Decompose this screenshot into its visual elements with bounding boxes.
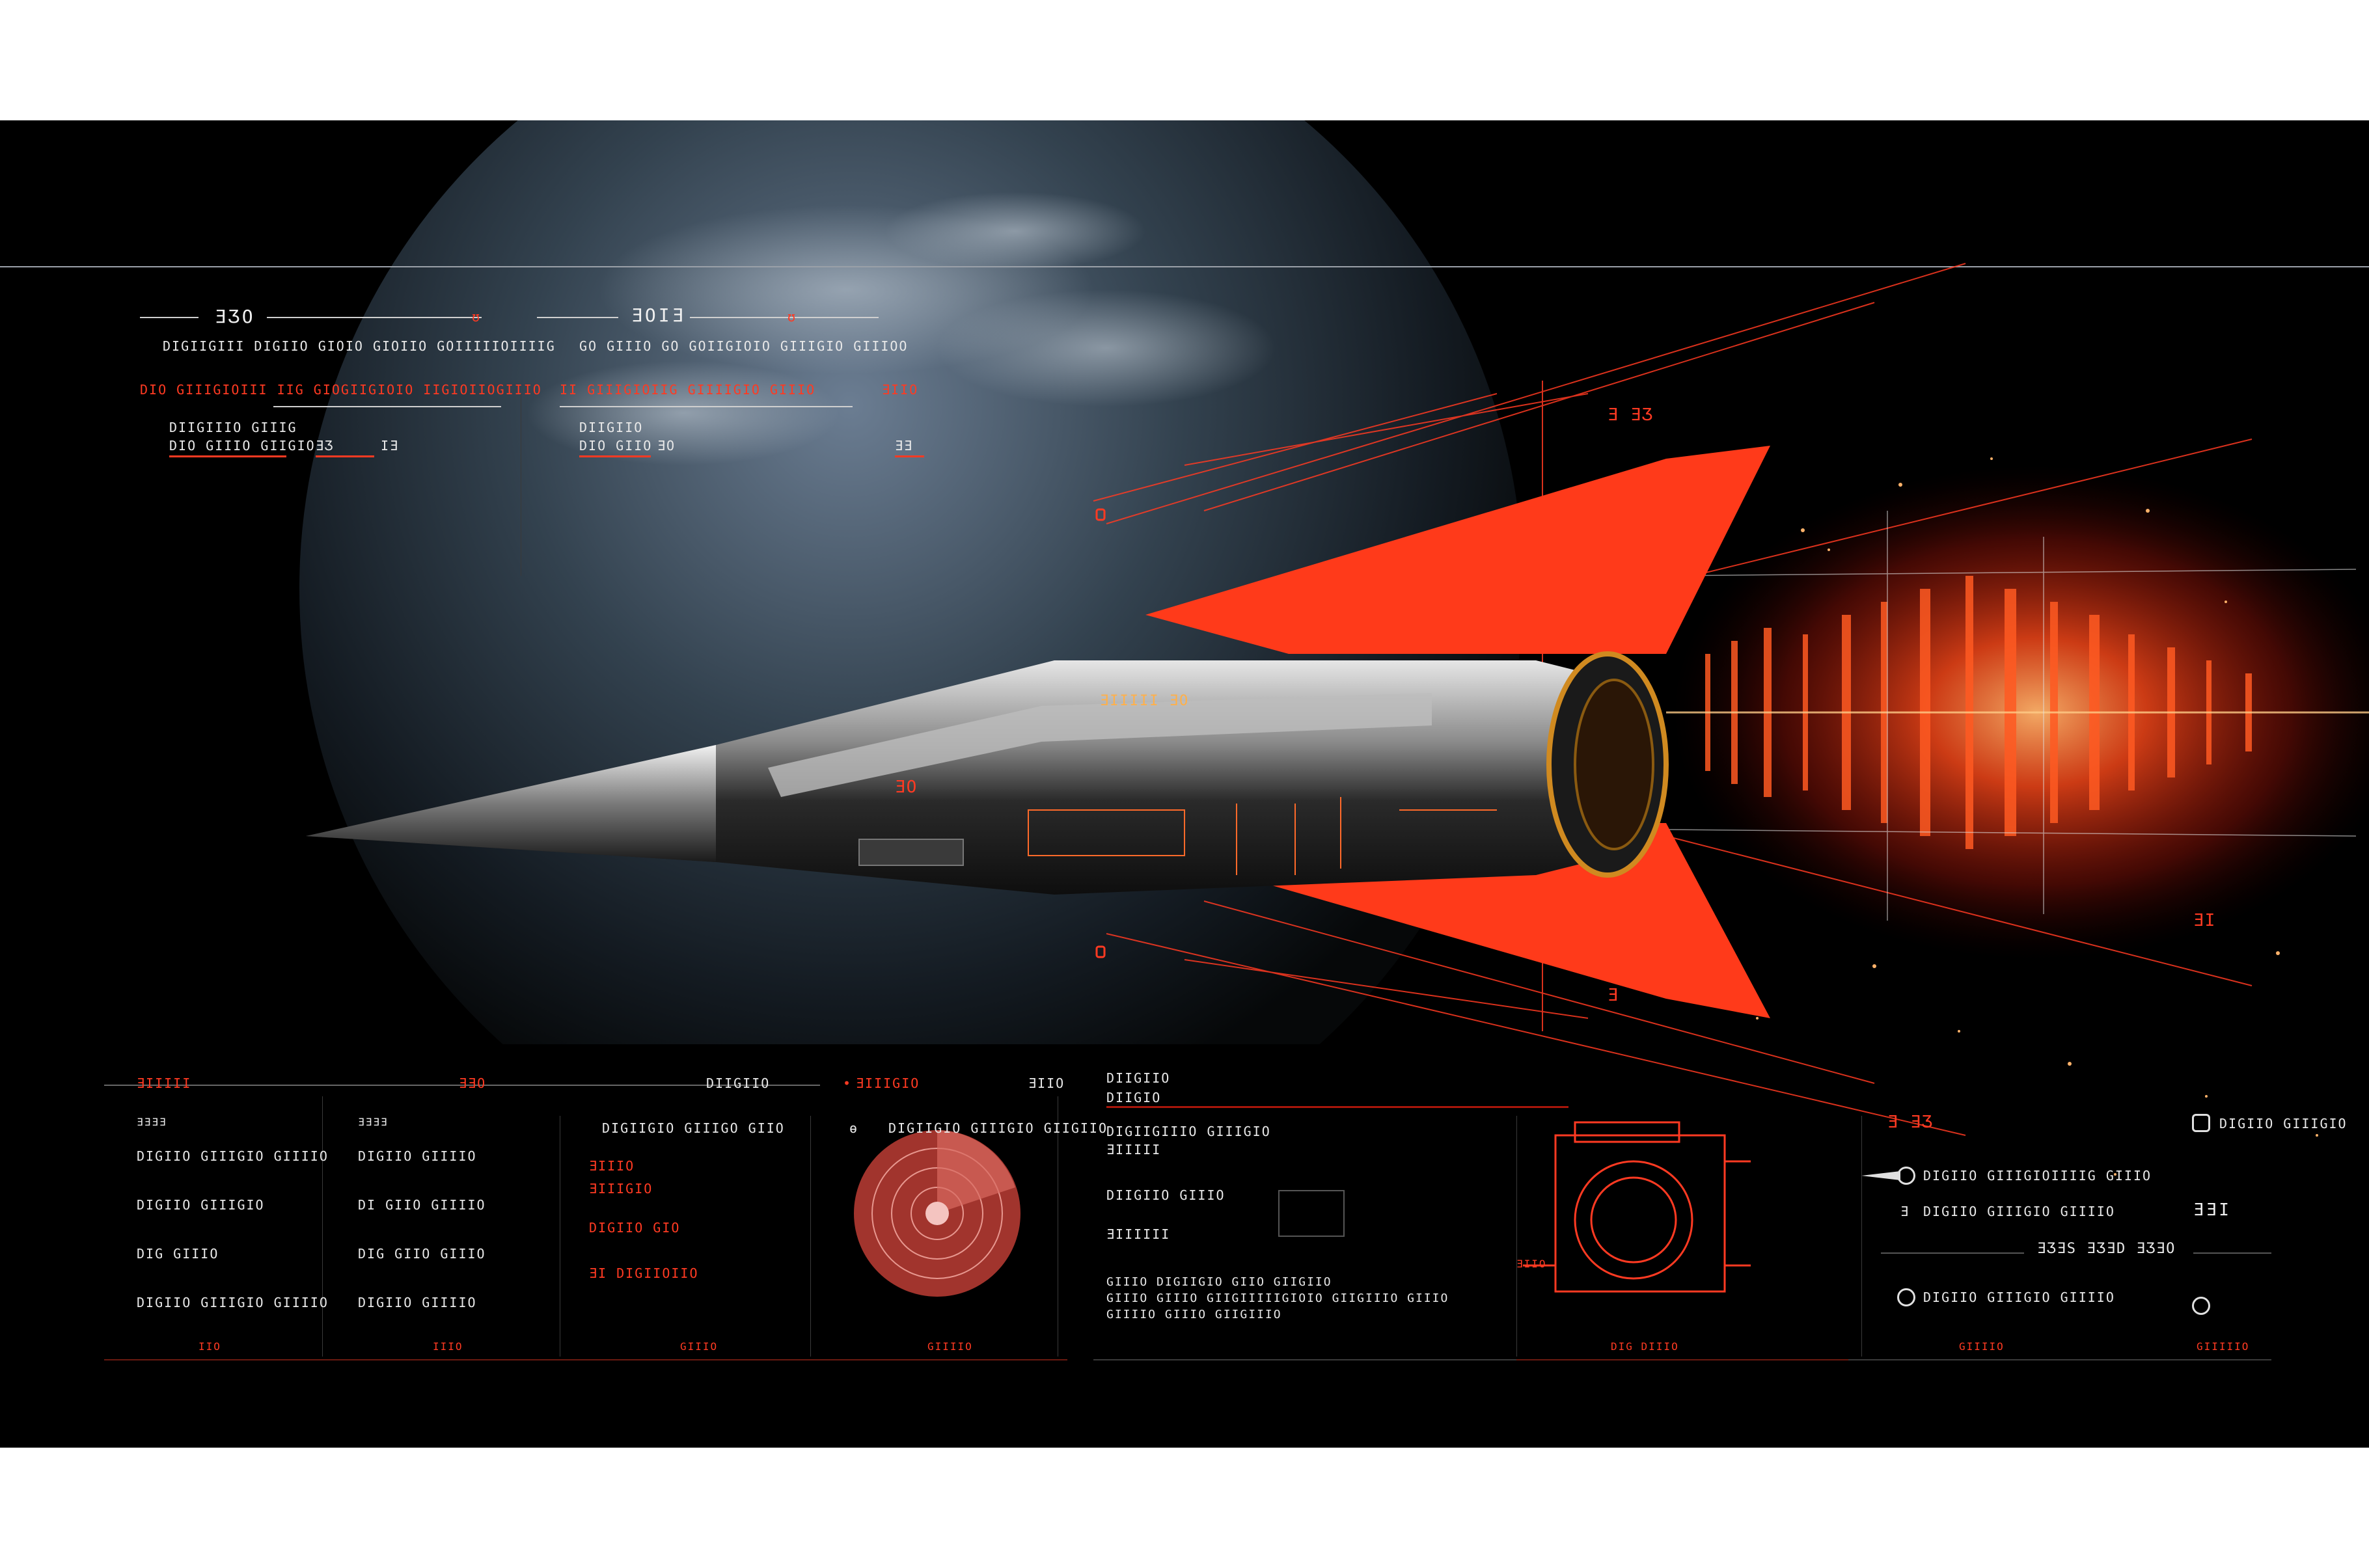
- p7-row3: ƎƷƎS ƎƷƎD ƎƷƎO: [2037, 1241, 2176, 1257]
- p7-foot-a: GIIIIO: [1959, 1340, 2005, 1353]
- p7-row2: DIGIIO GIIIGIO GIIIIO: [1923, 1204, 2115, 1219]
- panel-b-row-b: DIO GIIO: [579, 438, 653, 453]
- panel-a-code-b: IƎ: [381, 438, 400, 453]
- rocket: [306, 446, 1770, 1018]
- target-icon[interactable]: [1897, 1288, 1915, 1306]
- sparkles: [1756, 457, 2318, 1176]
- p1-tab-marker: ƎƎO: [459, 1075, 487, 1091]
- p2-item-3: DIG GIIO GIIIO: [358, 1246, 486, 1262]
- bottom-divider: [104, 1085, 820, 1086]
- camera-schematic: [1523, 1121, 1751, 1293]
- panel-a-code-a: ƎƷ: [316, 438, 335, 453]
- p7-foot-b: GIIIIIO: [2197, 1340, 2250, 1353]
- panel-a-line2: DIO GIIIGIOIII IIG GIOGIIGIOIO IIGIOIIOG…: [140, 382, 542, 398]
- panel-b-title: ƎOIƎ: [631, 304, 686, 326]
- nose-cone: [306, 745, 716, 862]
- p1-item-1: DIGIIO GIIIGIO GIIIIO: [137, 1148, 329, 1164]
- callout-top: Ǝ ƎƷ: [1608, 405, 1654, 425]
- panel-a-line1: DIGIIGIII DIGIIO GIOIO GIOIIO GOIIIIIOII…: [163, 338, 556, 354]
- p7-top-tag: Ǝ ƎƷ: [1887, 1113, 1934, 1132]
- p4-tag-label: ƎIIIGIO: [856, 1075, 920, 1091]
- p1-subtab: ƎƎƎƎ: [137, 1116, 167, 1128]
- divider: [579, 455, 651, 457]
- p2-subtab: ƎƎƎƎ: [358, 1116, 389, 1128]
- cloud: [527, 361, 840, 465]
- p3-header: DIGIIGIO GIIIGO GIIO: [602, 1120, 785, 1136]
- panel-a-row-b: DIO GIIIO GIIGIO: [169, 438, 316, 453]
- p5-para3: GIIIIO GIIIO GIIGIIIO: [1106, 1308, 1282, 1321]
- divider: [273, 406, 501, 407]
- p2-foot: IIIO: [433, 1340, 463, 1353]
- p7-grid-icon: Ǝ: [1900, 1204, 1910, 1219]
- panel-b-marker: ʊ: [787, 309, 797, 325]
- divider: [560, 406, 853, 407]
- panel-b-row-a: DIIGIIO: [579, 420, 644, 435]
- panel-b-code-b: ƎO: [657, 438, 676, 453]
- p6-label-left: ƎIIO: [1516, 1258, 1547, 1270]
- p4-mid-tag: ƎIIO: [1028, 1075, 1065, 1091]
- p2-item-2: DI GIIO GIIIIO: [358, 1197, 486, 1213]
- p1-foot: IIO: [199, 1340, 221, 1353]
- p5-tab2: DIIGIO: [1106, 1090, 1162, 1105]
- p1-item-4: DIGIIO GIIIGIO GIIIIO: [137, 1295, 329, 1310]
- panel-a-row-a: DIIGIIIO GIIIG: [169, 420, 297, 435]
- callout-right-low: ƎI: [2193, 911, 2217, 930]
- p3-value-3: DIGIIO GIO: [589, 1220, 681, 1236]
- panel-a-marker: ʊ: [472, 309, 482, 325]
- p7-code: ƎƎI: [2193, 1200, 2232, 1220]
- panel-b-line1: GO GIIIO GO GOIIGIOIO GIIIGIO GIIIOO: [579, 338, 909, 354]
- target-icon[interactable]: [1897, 1167, 1915, 1185]
- hull-label: ƎIIIII ƎO: [1100, 693, 1190, 709]
- divider: [140, 317, 199, 318]
- p1-tab: ƎIIIII: [137, 1075, 192, 1091]
- upper-fin: [1145, 446, 1770, 654]
- p3-value-2: ƎIIIGIO: [589, 1181, 653, 1196]
- cloud: [937, 290, 1276, 407]
- p4-header: DIGIIGIO GIIIGIO GIIGIIO: [888, 1120, 1108, 1136]
- p5-line4: ƎIIIIII: [1106, 1226, 1171, 1242]
- divider: [169, 455, 286, 457]
- p4-icon: ɵ: [849, 1120, 859, 1136]
- p5-para1: GIIIO DIGIIGIO GIIO GIIGIIO: [1106, 1275, 1332, 1289]
- planet-backdrop: [0, 120, 2369, 1448]
- p6-foot: DIG DIIIO: [1611, 1340, 1679, 1353]
- p3-foot: GIIIO: [680, 1340, 719, 1353]
- p5-line3: DIIGIIO GIIIO: [1106, 1187, 1226, 1203]
- p1-item-2: DIGIIO GIIIGIO: [137, 1197, 265, 1213]
- p1-item-3: DIG GIIIO: [137, 1246, 219, 1262]
- divider: [1106, 1106, 1568, 1108]
- p2-item-1: DIGIIO GIIIIO: [358, 1148, 477, 1164]
- p5-tab: DIIGIIO: [1106, 1070, 1171, 1086]
- p3-value-4: ƎI DIGIIOIIO: [589, 1265, 699, 1281]
- p4-foot: GIIIIO: [927, 1340, 973, 1353]
- target-icon[interactable]: [2192, 1297, 2210, 1315]
- divider: [895, 455, 924, 457]
- callout-low: Ǝ: [1608, 986, 1619, 1005]
- divider: [316, 455, 374, 457]
- divider: [267, 317, 482, 318]
- divider: [690, 317, 879, 318]
- panel-a-title: ƎƷO: [215, 306, 256, 327]
- p5-line1: DIGIIGIIIO GIIIGIO: [1106, 1124, 1271, 1139]
- divider: [537, 317, 618, 318]
- cloud: [885, 192, 1145, 270]
- p3-value-1: ƎIIIO: [589, 1158, 635, 1174]
- settings-icon[interactable]: [2192, 1114, 2210, 1132]
- panel-b-aside-tag: ƎƎ: [895, 438, 914, 453]
- callout-mid: ƎO: [895, 777, 918, 797]
- p7-row4: DIGIIO GIIIGIO GIIIIO: [1923, 1290, 2115, 1305]
- p5-para2: GIIIO GIIIO GIIGIIIIIGIOIO GIIGIIIO GIII…: [1106, 1291, 1449, 1305]
- p7-row1: DIGIIO GIIIGIOIIIIG GIIIO: [1923, 1168, 2152, 1183]
- p4-tab: DIIGIIO: [706, 1075, 771, 1091]
- hud-screen: ƎƷO ʊ DIGIIGIII DIGIIO GIOIO GIOIIO GOII…: [0, 120, 2369, 1448]
- radar-scope: [854, 1130, 1020, 1297]
- p5-line2: ƎIIIII: [1106, 1142, 1162, 1157]
- panel-b-aside: ƎIIO: [882, 382, 919, 398]
- p4-tag: •: [843, 1075, 853, 1091]
- panel-b-line2: II GIIIGIOIIG GIIIIGIO GIIIO: [560, 382, 816, 398]
- p2-item-4: DIGIIO GIIIIO: [358, 1295, 477, 1310]
- p7-right-top: DIGIIO GIIIGIO: [2219, 1116, 2348, 1131]
